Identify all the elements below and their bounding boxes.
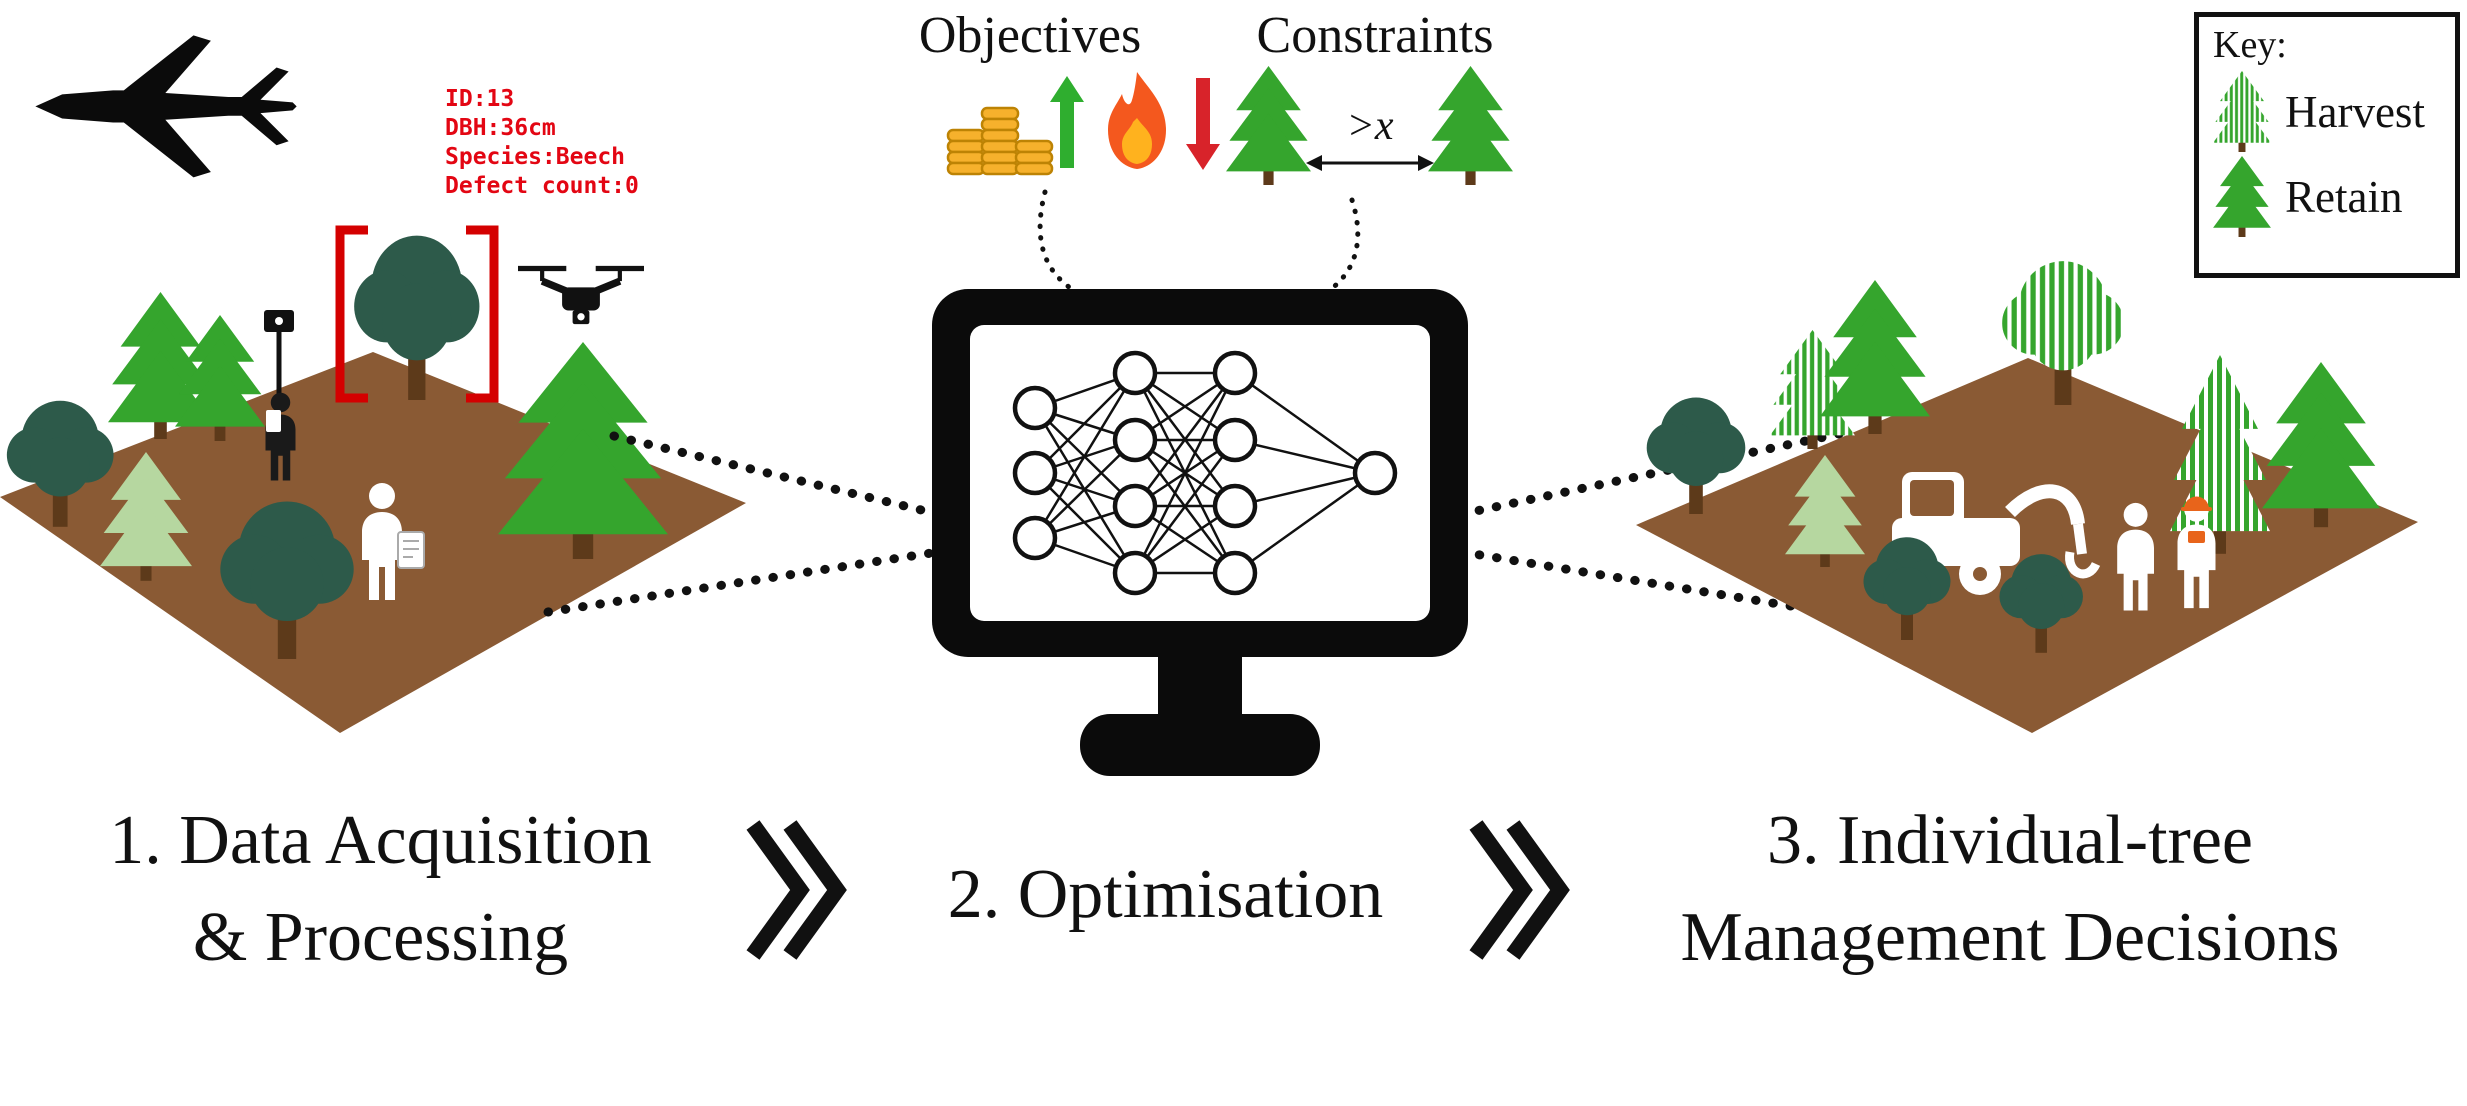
key-box: Key: Harvest Retain [2194, 12, 2460, 278]
harvest-tree-icon [2213, 71, 2271, 152]
annotation-line: Defect count:0 [445, 173, 639, 199]
stage3-caption: 3. Individual-tree Management Decisions [1560, 792, 2460, 986]
stage2-caption: 2. Optimisation [947, 856, 1384, 933]
distance-arrow-icon [1306, 155, 1434, 171]
annotation-line: Species:Beech [445, 144, 626, 170]
down-arrow-icon [1186, 78, 1220, 170]
key-retain-label: Retain [2285, 171, 2403, 222]
neural-network-icon [1012, 350, 1398, 596]
key-harvest-label: Harvest [2285, 86, 2425, 137]
annotation-line: DBH:36cm [445, 115, 556, 141]
airplane-icon [35, 35, 297, 178]
annotation-line: ID:13 [445, 86, 515, 112]
dotted-connectors [543, 189, 1893, 627]
constraint-tree [1428, 66, 1513, 185]
monitor-icon [932, 289, 1468, 776]
stage1-line2: & Processing [192, 899, 569, 976]
tree-annotation: ID:13 DBH:36cm Species:Beech Defect coun… [445, 85, 639, 201]
constraints-heading: Constraints [1256, 7, 1494, 64]
distance-label: >x [1346, 103, 1394, 149]
flame-icon [1108, 72, 1166, 169]
stage1-caption: 1. Data Acquisition & Processing [8, 792, 753, 986]
stage-arrow-icon [746, 820, 847, 960]
retain-tree-icon [2262, 362, 2380, 528]
red-bracket-icon [335, 225, 499, 403]
key-row-harvest: Harvest [2213, 71, 2443, 152]
surveyor-icon [362, 483, 425, 600]
stage1-line1: 1. Data Acquisition [109, 802, 652, 879]
retain-tree-icon [2213, 156, 2271, 237]
constraint-tree [1226, 66, 1311, 185]
objectives-heading: Objectives [918, 7, 1142, 64]
key-title: Key: [2213, 24, 2287, 66]
laser-scanner-icon [264, 310, 296, 481]
stage3-line1: 3. Individual-tree [1767, 802, 2253, 879]
coins-icon [946, 106, 1054, 176]
worker-icon [2177, 496, 2216, 609]
retain-tree-icon [1820, 280, 1930, 434]
stage3-line2: Management Decisions [1680, 899, 2340, 976]
key-row-retain: Retain [2213, 156, 2443, 237]
drone-icon [518, 265, 644, 325]
stage-arrow-icon [1469, 820, 1570, 960]
up-arrow-icon [1050, 76, 1084, 168]
